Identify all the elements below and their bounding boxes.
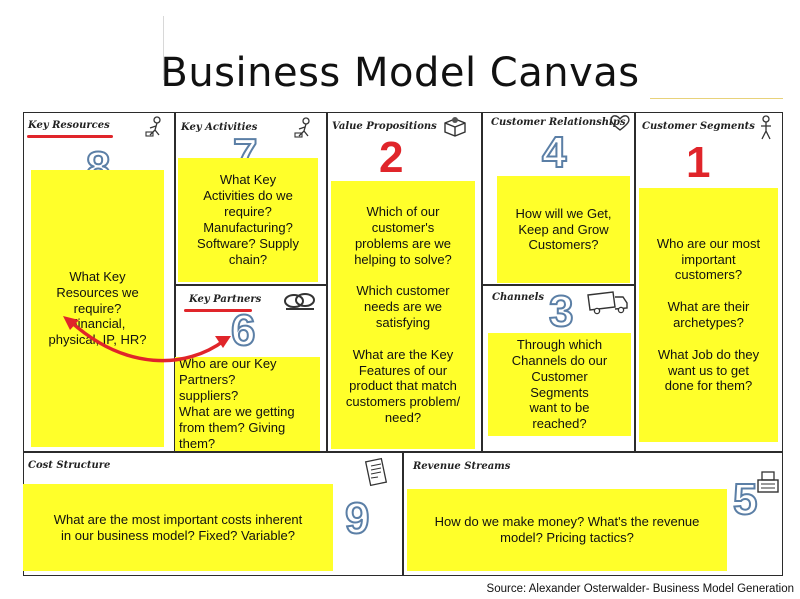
channels-sticky-note: Through which Channels do our Customer S… [488, 333, 631, 436]
source-caption: Source: Alexander Osterwalder- Business … [486, 583, 794, 595]
revenue-streams-number: 5 [732, 475, 759, 524]
person-icon [761, 115, 771, 140]
heart-icon [610, 115, 630, 131]
key-activities-sticky-note: What Key Activities do we require? Manuf… [178, 158, 318, 282]
key-resources-header: Key Resources [28, 120, 110, 131]
red-connector-arrow [63, 316, 231, 363]
customer-segments-number: 1 [686, 138, 711, 187]
gift-icon [444, 117, 466, 137]
key-partners-sticky-note: Who are our Key Partners? suppliers? Wha… [175, 356, 320, 451]
customer-relationships-sticky-note: How will we Get, Keep and Grow Customers… [497, 176, 630, 283]
key-resources-sticky-note: What Key Resources we require? Financial… [31, 170, 164, 447]
customer-segments-sticky-note: Who are our most important customers? Wh… [639, 188, 778, 442]
link-icon [284, 293, 315, 310]
value-propositions-number: 2 [379, 133, 404, 182]
key-resources-underline [27, 135, 113, 138]
value-propositions-sticky-note: Which of our customer's problems are we … [331, 181, 475, 449]
revenue-streams-sticky-note: How do we make money? What's the revenue… [407, 489, 727, 571]
key-activities-header: Key Activities [181, 122, 258, 133]
cost-structure-header: Cost Structure [28, 460, 111, 471]
channels-header: Channels [492, 292, 545, 303]
bill-icon [364, 457, 388, 487]
key-partners-header: Key Partners [189, 294, 262, 305]
value-propositions-header: Value Propositions [332, 121, 437, 132]
worker-icon [145, 116, 161, 137]
channels-number: 3 [548, 287, 575, 336]
cost-structure-sticky-note: What are the most important costs inhere… [23, 484, 333, 571]
truck-icon [587, 291, 628, 315]
title-divider-line [163, 16, 164, 80]
key-partners-number: 6 [230, 306, 257, 355]
customer-relationships-header: Customer Relationships [491, 117, 626, 128]
key-partners-underline [184, 309, 252, 312]
cost-structure-number: 9 [344, 494, 371, 543]
customer-segments-header: Customer Segments [642, 121, 755, 132]
cash-register-icon [757, 471, 779, 493]
page-title: Business Model Canvas [160, 50, 640, 96]
worker-icon [294, 117, 310, 138]
revenue-streams-header: Revenue Streams [413, 461, 511, 472]
customer-relationships-number: 4 [541, 128, 568, 177]
title-accent-line [650, 98, 783, 99]
